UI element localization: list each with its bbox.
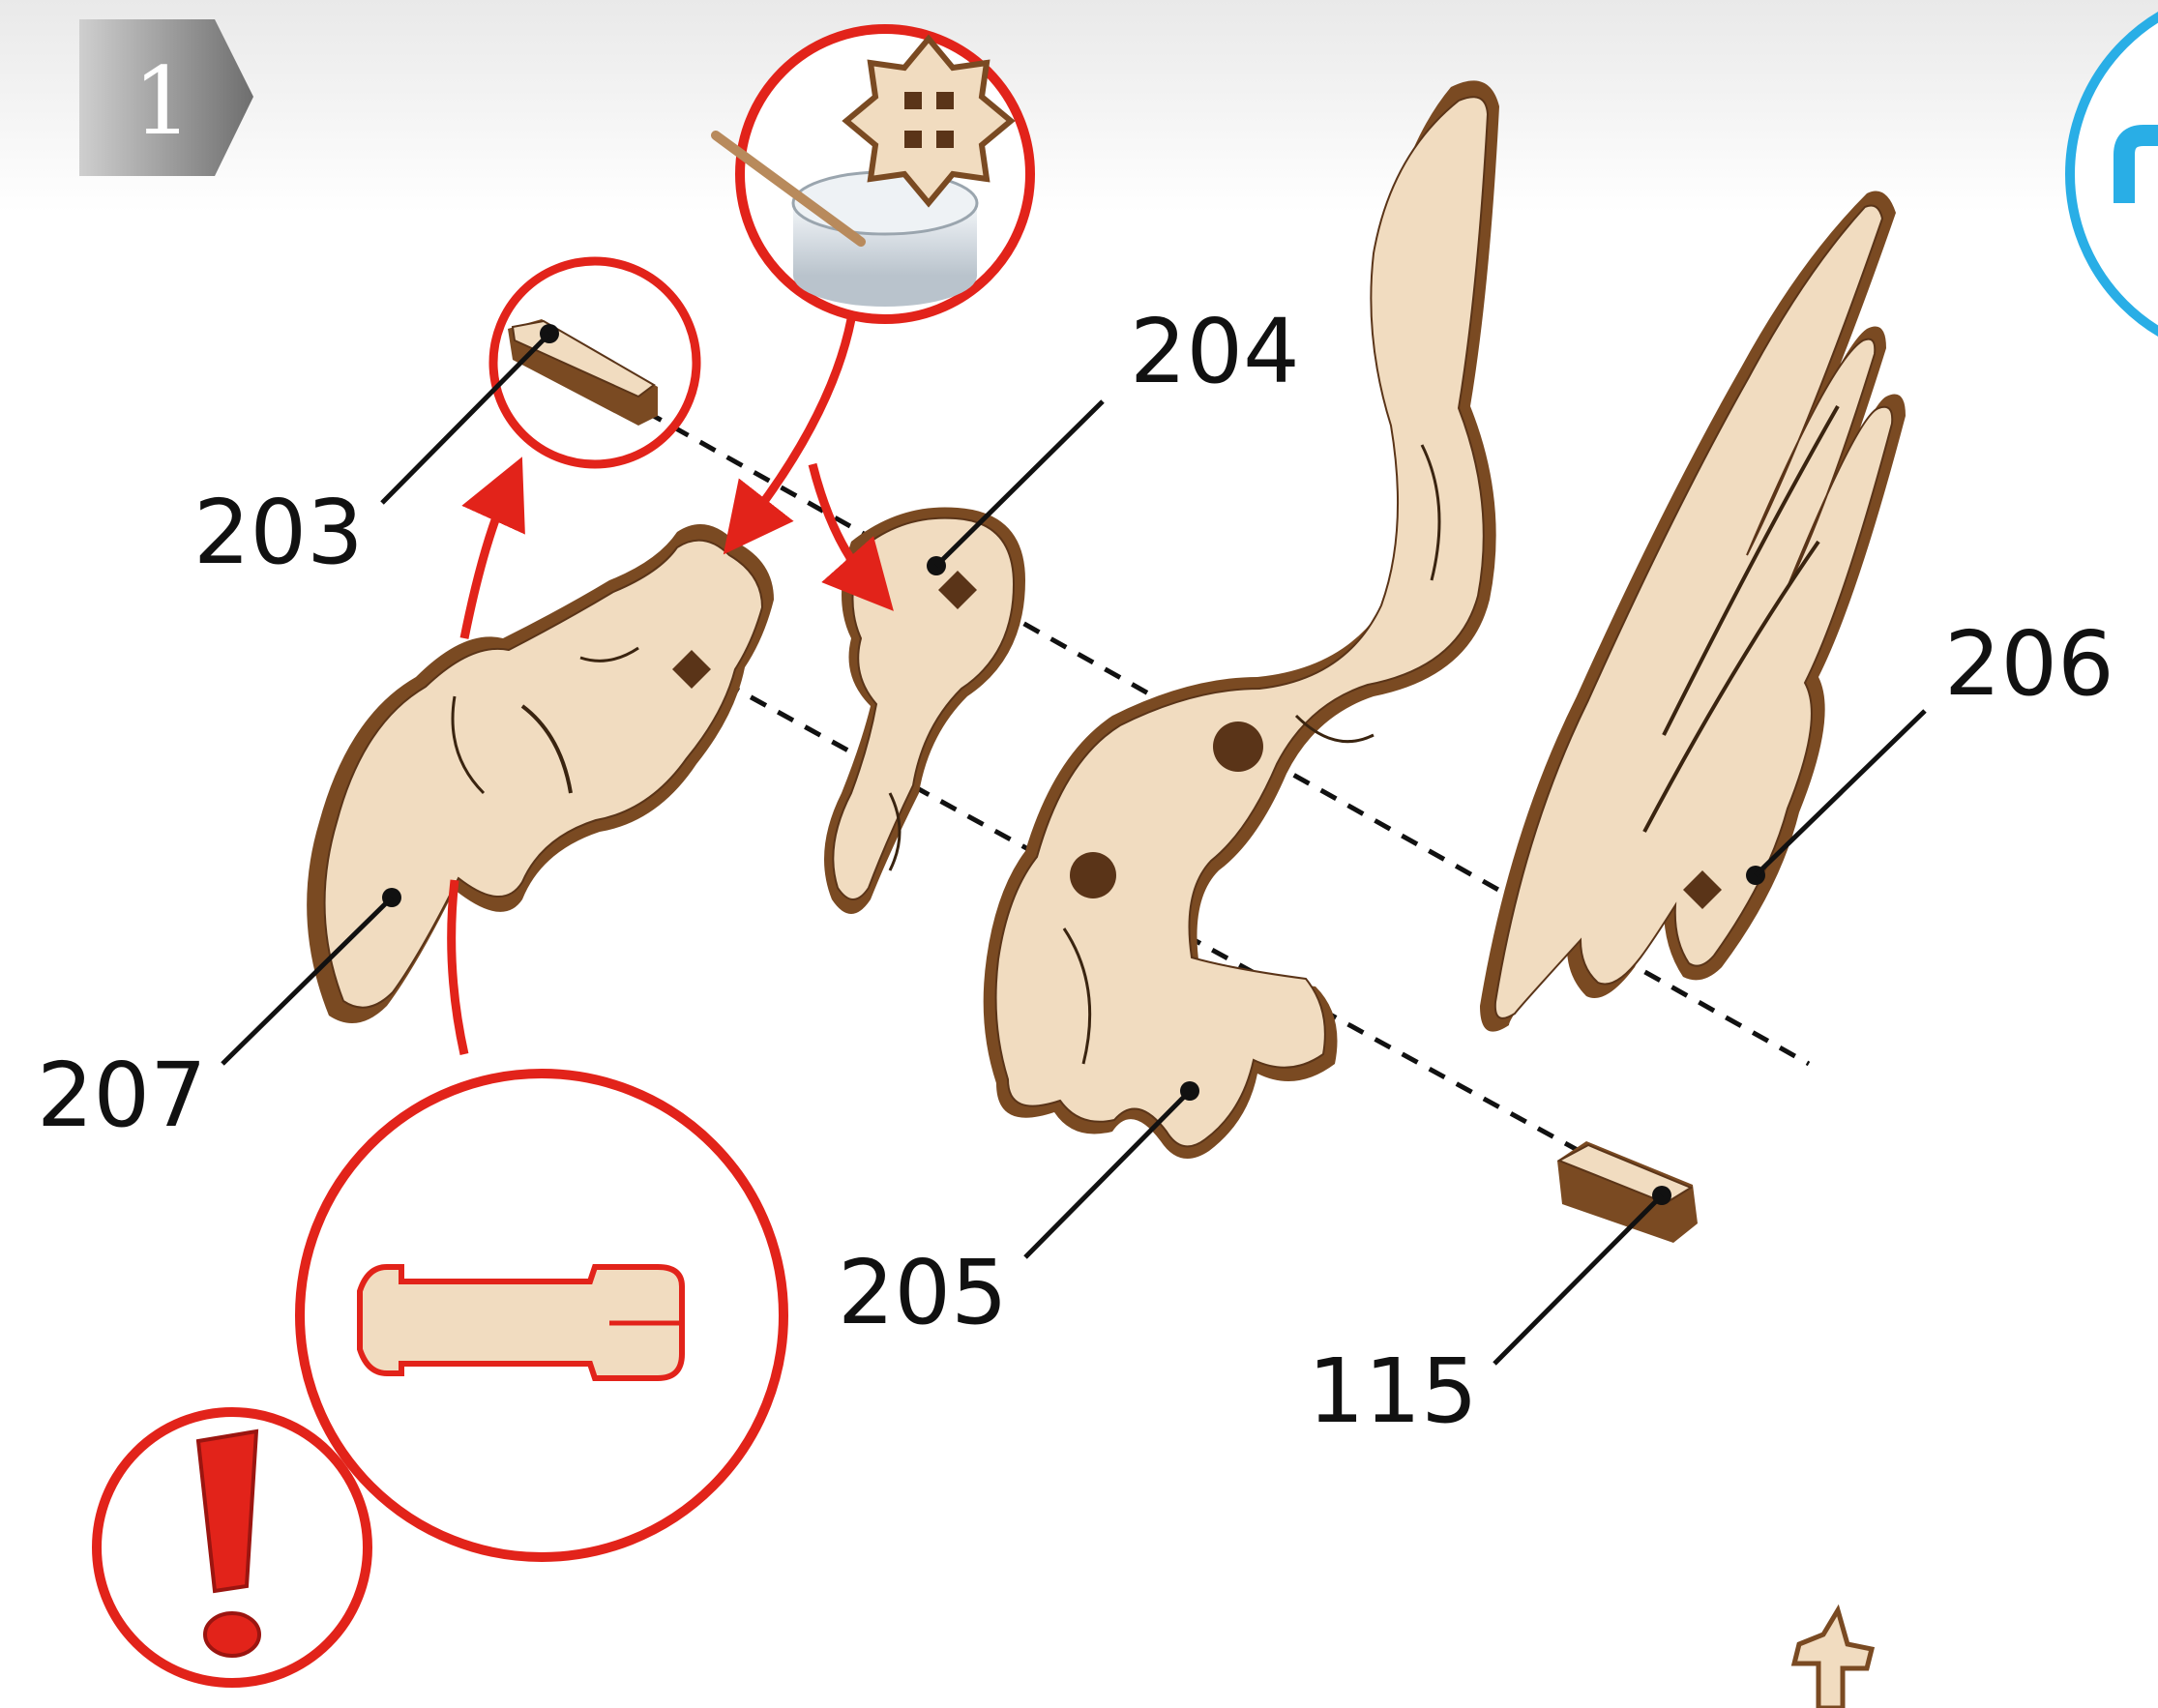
label-203: 203 bbox=[193, 481, 364, 584]
warning-callout bbox=[97, 1412, 368, 1683]
label-205: 205 bbox=[838, 1241, 1008, 1344]
label-207: 207 bbox=[37, 1044, 207, 1147]
part-206 bbox=[1480, 191, 1906, 1032]
label-204: 204 bbox=[1130, 300, 1300, 403]
part-205 bbox=[984, 80, 1499, 1159]
label-115: 115 bbox=[1308, 1340, 1478, 1443]
step-number: 1 bbox=[133, 47, 192, 156]
header-texture bbox=[0, 0, 2158, 213]
part-207 bbox=[307, 524, 774, 1023]
pin-detail-callout bbox=[300, 1074, 783, 1557]
label-206: 206 bbox=[1944, 612, 2114, 716]
partial-part-bottom bbox=[1794, 1610, 1872, 1708]
gear-piece-icon bbox=[846, 39, 1011, 203]
